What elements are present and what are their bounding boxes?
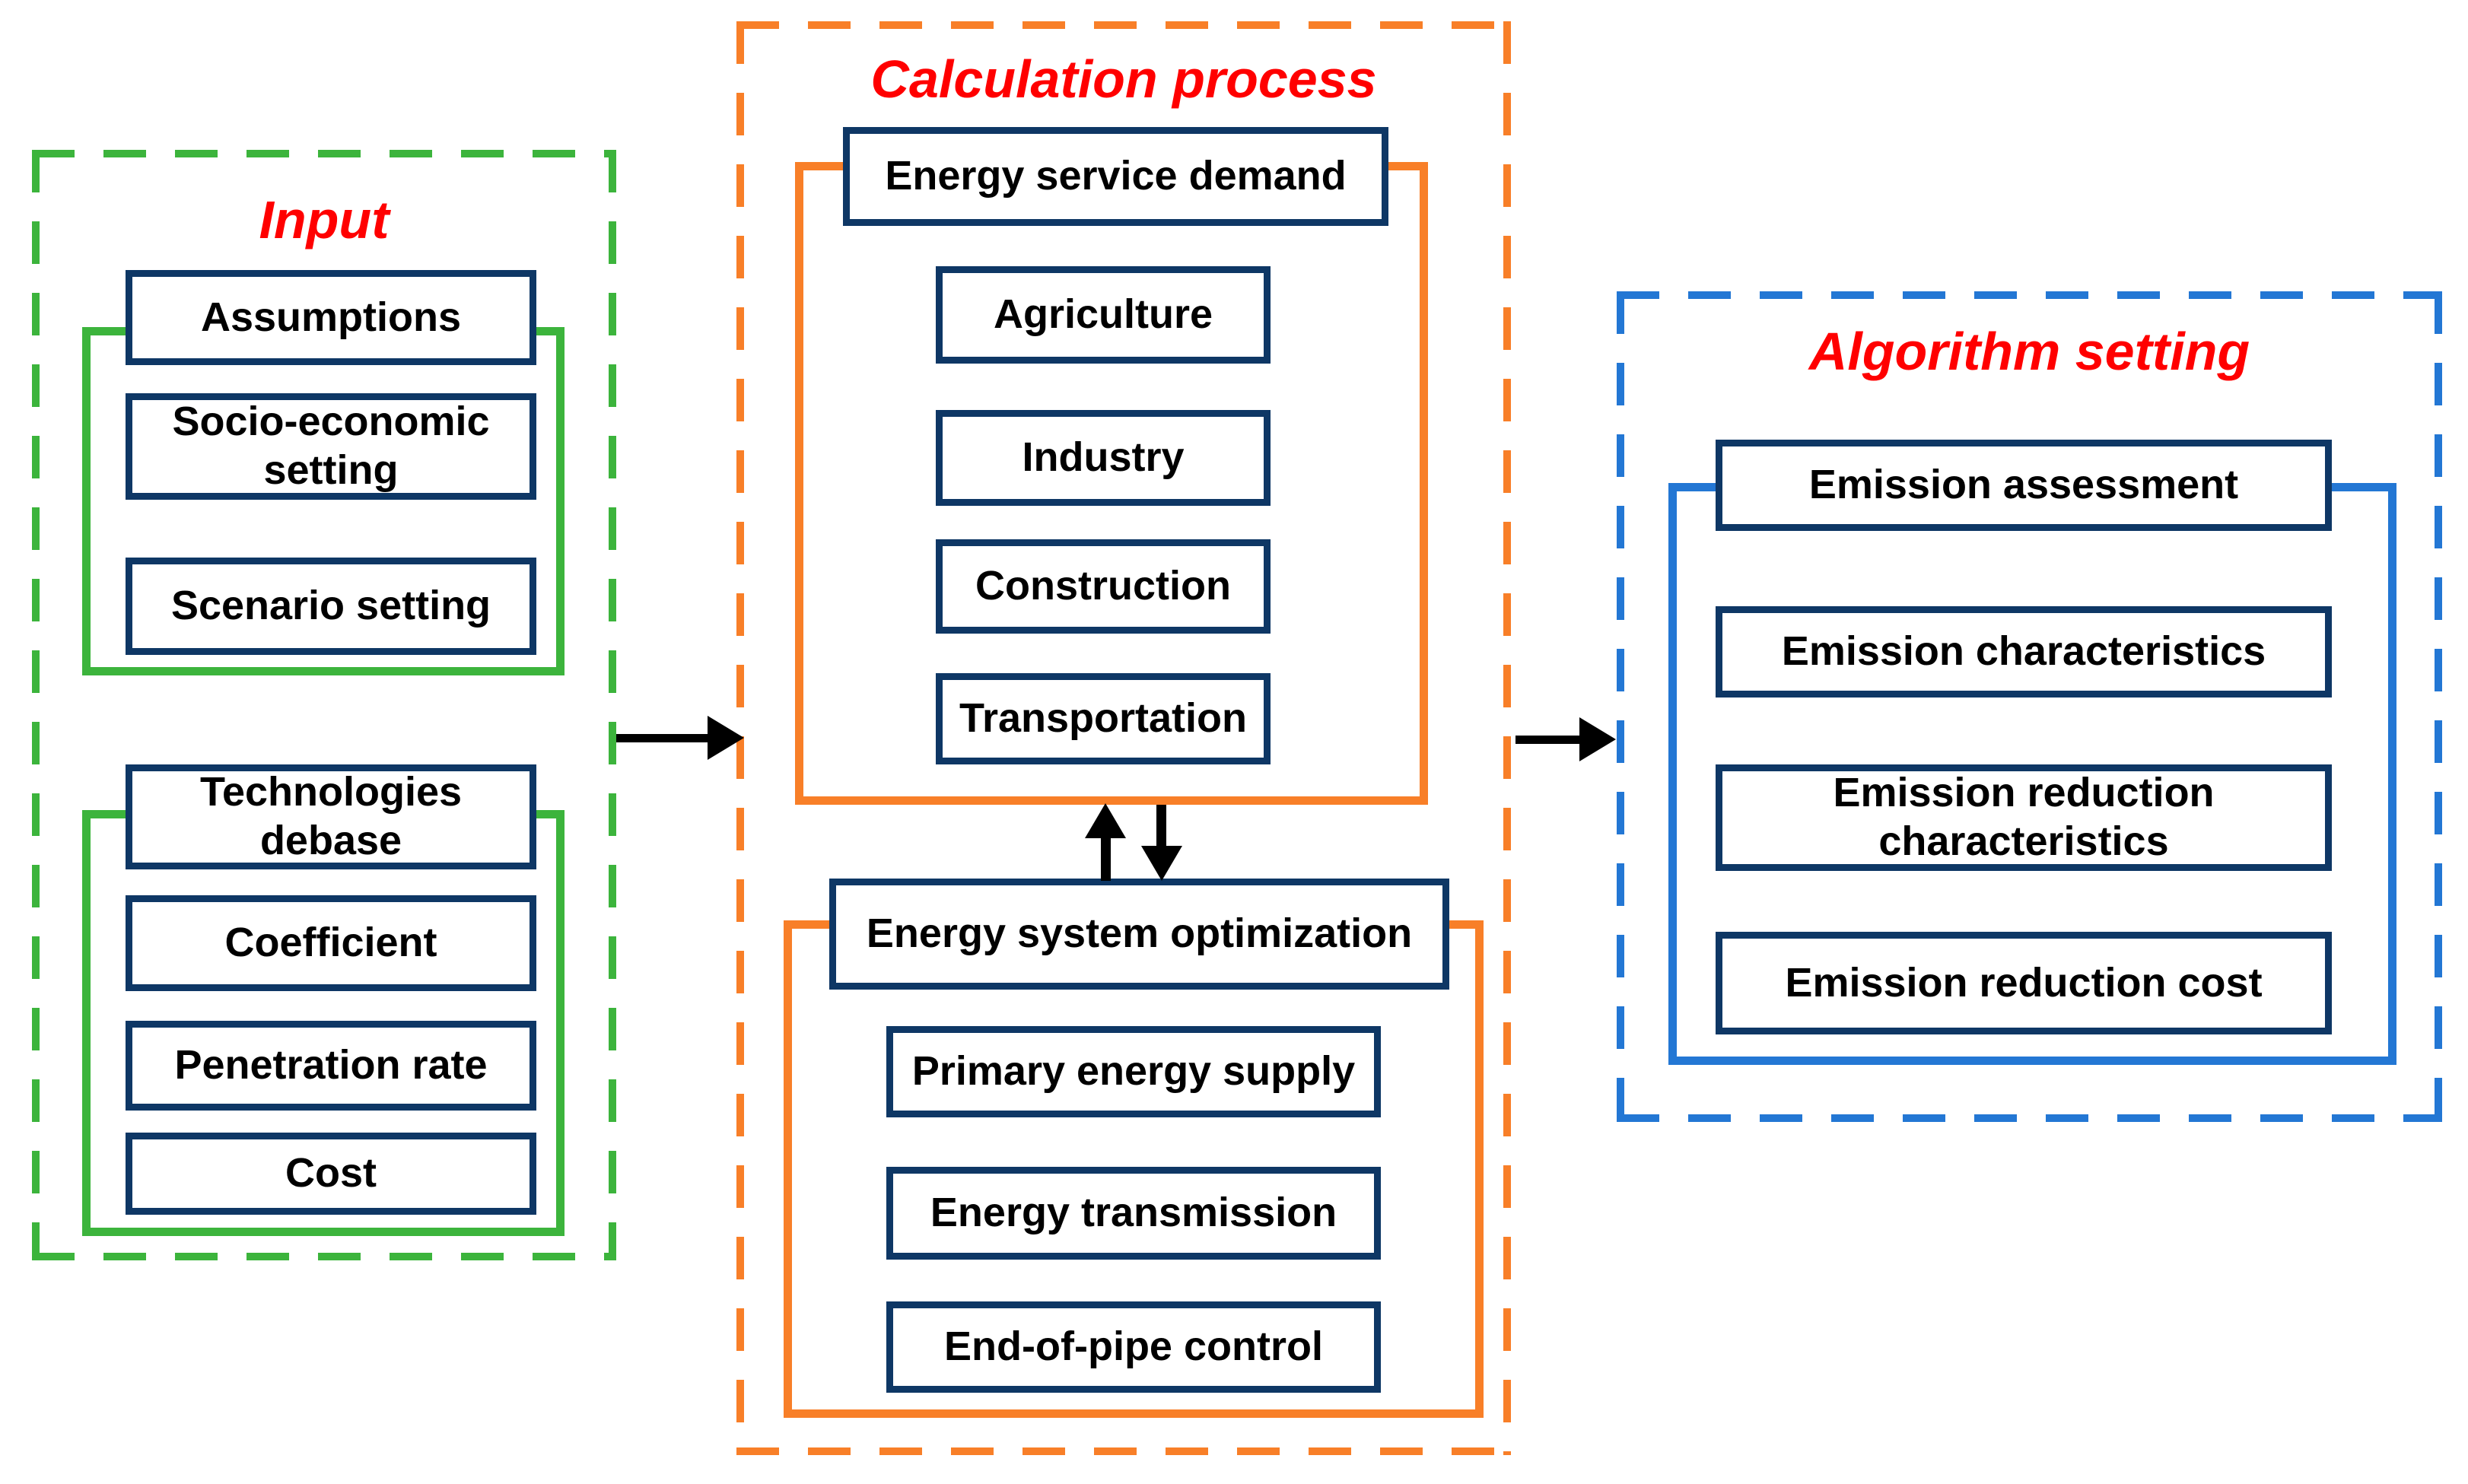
box-cost: Cost (126, 1133, 536, 1215)
calculation-dashed-border-top (736, 21, 1511, 29)
box-scenario-setting: Scenario setting (126, 558, 536, 655)
arrow-shaft (1101, 834, 1111, 881)
algorithm-dashed-border-left (1617, 291, 1624, 1122)
box-technologies-debase: Technologies debase (126, 764, 536, 869)
input-dashed-border-bottom (32, 1253, 616, 1260)
box-end-of-pipe-control: End-of-pipe control (886, 1301, 1381, 1393)
box-coefficient: Coefficient (126, 895, 536, 991)
arrow-shaft (1156, 805, 1166, 850)
algorithm-dashed-border-top (1617, 291, 2442, 299)
box-emission-characteristics: Emission characteristics (1716, 606, 2332, 698)
box-socio-economic-setting: Socio-economic setting (126, 393, 536, 500)
box-penetration-rate: Penetration rate (126, 1021, 536, 1111)
arrow-shaft (616, 734, 712, 742)
box-assumptions: Assumptions (126, 270, 536, 365)
box-industry: Industry (936, 410, 1271, 506)
calculation-dashed-border-right (1503, 21, 1511, 1455)
input-dashed-border-top (32, 150, 616, 157)
box-energy-service-demand: Energy service demand (843, 127, 1388, 226)
calculation-section-title: Calculation process (870, 49, 1377, 109)
arrow-head-up-icon (1085, 803, 1126, 838)
box-construction: Construction (936, 539, 1271, 634)
arrow-head-right-icon (708, 716, 744, 760)
box-emission-reduction-characteristics: Emission reduction characteristics (1716, 764, 2332, 871)
arrow-head-right-icon (1579, 717, 1616, 761)
algorithm-dashed-border-bottom (1617, 1114, 2442, 1122)
box-emission-reduction-cost: Emission reduction cost (1716, 932, 2332, 1034)
algorithm-dashed-border-right (2435, 291, 2442, 1122)
algorithm-section-title: Algorithm setting (1808, 322, 2250, 381)
box-energy-system-optimization: Energy system optimization (829, 879, 1449, 990)
arrow-head-down-icon (1141, 846, 1182, 881)
box-emission-assessment: Emission assessment (1716, 440, 2332, 531)
box-agriculture: Agriculture (936, 266, 1271, 364)
input-dashed-border-right (609, 150, 616, 1260)
calculation-dashed-border-bottom (736, 1447, 1511, 1455)
box-transportation: Transportation (936, 673, 1271, 764)
arrow-shaft (1515, 736, 1584, 744)
input-section-title: Input (259, 190, 390, 249)
input-dashed-border-left (32, 150, 40, 1260)
box-energy-transmission: Energy transmission (886, 1167, 1381, 1260)
box-primary-energy-supply: Primary energy supply (886, 1026, 1381, 1117)
